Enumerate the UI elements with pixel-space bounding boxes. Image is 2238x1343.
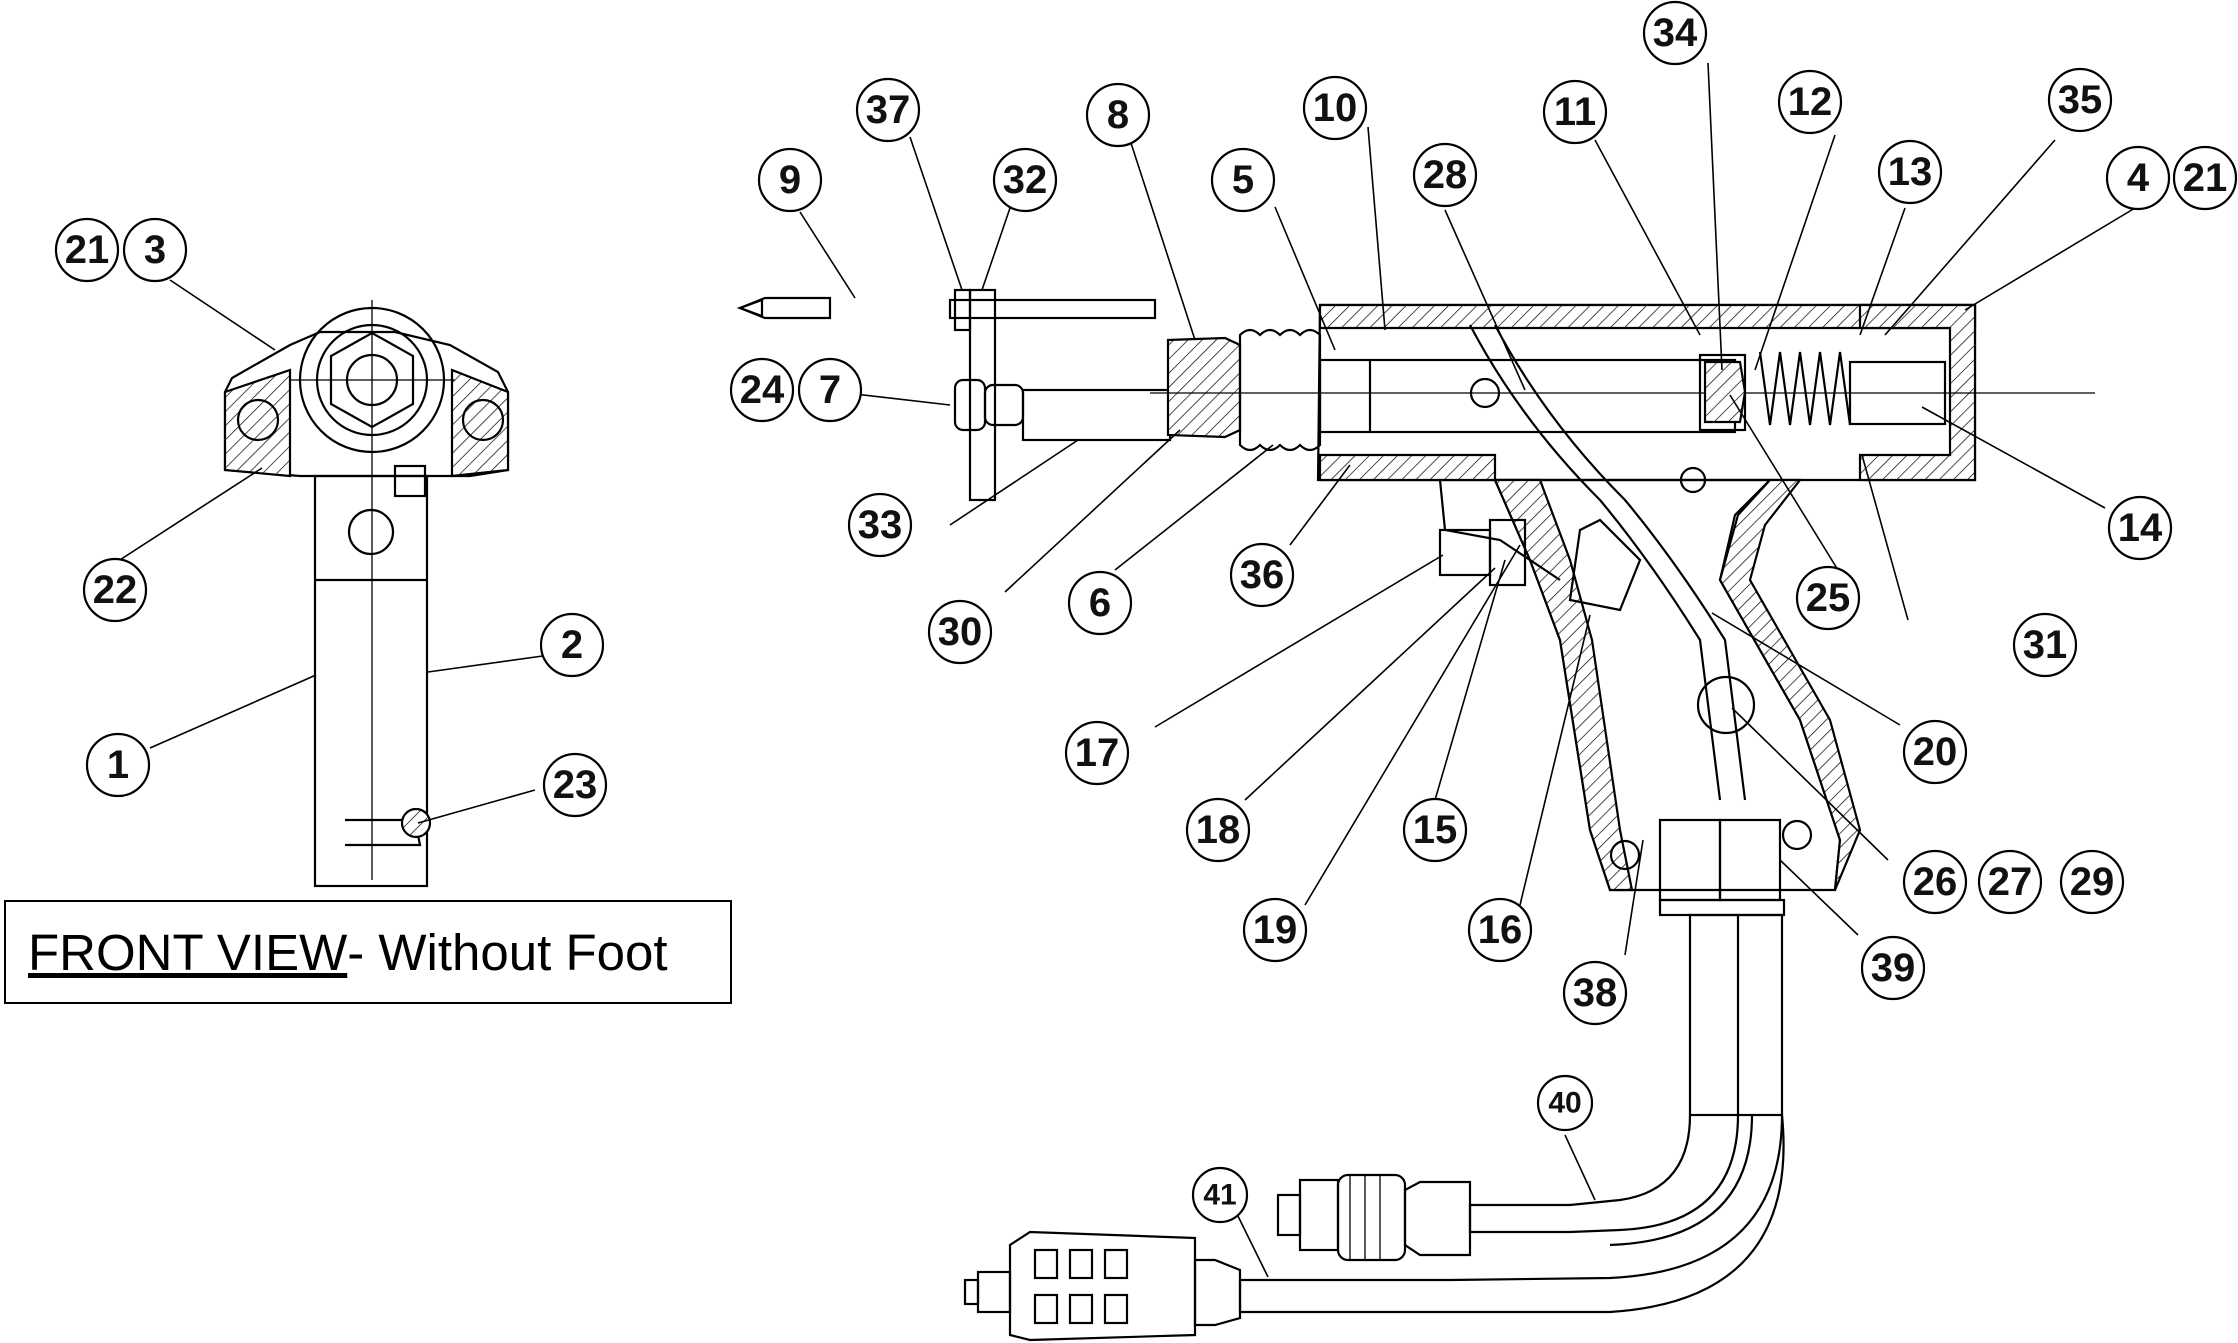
callout-bubble[interactable]: 16: [1467, 897, 1533, 963]
svg-text:31: 31: [2023, 623, 2068, 667]
callout-bubble[interactable]: 32: [992, 147, 1058, 213]
svg-text:7: 7: [819, 368, 841, 412]
view-label-title: FRONT VIEW: [28, 923, 348, 981]
callout-group-front: 21 3 22 2 1 23: [54, 217, 608, 818]
svg-text:21: 21: [65, 228, 110, 272]
callout-bubble[interactable]: 23: [542, 752, 608, 818]
view-label-suffix: - Without Foot: [347, 923, 668, 981]
callout-bubble[interactable]: 34: [1642, 0, 1708, 66]
callout-bubble[interactable]: 21: [54, 217, 120, 283]
svg-text:15: 15: [1413, 808, 1458, 852]
callout-bubble[interactable]: 27: [1977, 849, 2043, 915]
callout-bubble[interactable]: 7: [797, 357, 863, 423]
front-view-drawing: [223, 300, 510, 888]
svg-text:6: 6: [1089, 581, 1111, 625]
callout-bubble[interactable]: 17: [1064, 720, 1130, 786]
callout-bubble[interactable]: 40: [1536, 1074, 1594, 1132]
callout-bubble[interactable]: 30: [927, 599, 993, 665]
side-view-drawing: [736, 288, 2095, 1342]
svg-text:16: 16: [1478, 908, 1523, 952]
callout-bubble[interactable]: 31: [2012, 612, 2078, 678]
callout-bubble[interactable]: 26: [1902, 849, 1968, 915]
callout-bubble[interactable]: 35: [2047, 67, 2113, 133]
svg-text:30: 30: [938, 610, 983, 654]
callout-bubble[interactable]: 37: [855, 77, 921, 143]
callout-bubble[interactable]: 1: [85, 732, 151, 798]
callout-bubble[interactable]: 14: [2107, 495, 2173, 561]
svg-text:37: 37: [866, 88, 911, 132]
callout-bubble[interactable]: 33: [847, 492, 913, 558]
callout-bubble[interactable]: 8: [1085, 82, 1151, 148]
svg-text:4: 4: [2127, 156, 2150, 200]
callout-bubble[interactable]: 28: [1412, 142, 1478, 208]
callout-bubble[interactable]: 41: [1191, 1166, 1249, 1224]
callout-bubble[interactable]: 39: [1860, 935, 1926, 1001]
callout-bubble[interactable]: 2: [539, 612, 605, 678]
callout-bubble[interactable]: 29: [2059, 849, 2125, 915]
svg-text:22: 22: [93, 568, 138, 612]
svg-text:8: 8: [1107, 93, 1129, 137]
svg-text:38: 38: [1573, 971, 1618, 1015]
svg-text:3: 3: [144, 228, 166, 272]
svg-text:35: 35: [2058, 78, 2103, 122]
callout-bubble[interactable]: 25: [1795, 565, 1861, 631]
callout-group-gun: 9 37 32 8 10 5 28 11 34 12 35 13 4 21 24…: [729, 0, 2238, 1224]
svg-text:18: 18: [1196, 808, 1241, 852]
svg-text:21: 21: [2183, 156, 2228, 200]
svg-text:17: 17: [1075, 731, 1120, 775]
svg-text:36: 36: [1240, 553, 1285, 597]
svg-text:13: 13: [1888, 150, 1933, 194]
svg-text:39: 39: [1871, 946, 1916, 990]
svg-text:11: 11: [1554, 90, 1596, 134]
callout-bubble[interactable]: 38: [1562, 960, 1628, 1026]
svg-text:2: 2: [561, 623, 583, 667]
svg-text:29: 29: [2070, 860, 2115, 904]
svg-text:23: 23: [553, 763, 598, 807]
svg-text:40: 40: [1548, 1087, 1581, 1120]
callout-bubble[interactable]: 24: [729, 357, 795, 423]
svg-text:9: 9: [779, 158, 801, 202]
svg-text:20: 20: [1913, 730, 1958, 774]
callout-bubble[interactable]: 4: [2105, 145, 2171, 211]
svg-text:1: 1: [107, 743, 129, 787]
callout-bubble[interactable]: 15: [1402, 797, 1468, 863]
callout-bubble[interactable]: 18: [1185, 797, 1251, 863]
callout-bubble[interactable]: 22: [82, 557, 148, 623]
svg-text:12: 12: [1788, 80, 1833, 124]
svg-text:26: 26: [1913, 860, 1958, 904]
callout-bubble[interactable]: 12: [1777, 69, 1843, 135]
svg-text:24: 24: [740, 368, 785, 412]
callout-bubble[interactable]: 36: [1229, 542, 1295, 608]
callout-bubble[interactable]: 5: [1210, 147, 1276, 213]
svg-text:19: 19: [1253, 908, 1298, 952]
callout-bubble[interactable]: 19: [1242, 897, 1308, 963]
svg-text:41: 41: [1203, 1179, 1236, 1212]
callout-bubble[interactable]: 20: [1902, 719, 1968, 785]
callout-bubble[interactable]: 11: [1542, 79, 1608, 145]
svg-text:25: 25: [1806, 576, 1851, 620]
svg-text:33: 33: [858, 503, 903, 547]
svg-text:10: 10: [1313, 86, 1358, 130]
view-label-box: FRONT VIEW- Without Foot: [4, 900, 732, 1004]
callout-bubble[interactable]: 9: [757, 147, 823, 213]
svg-text:27: 27: [1988, 860, 2033, 904]
callout-bubble[interactable]: 3: [122, 217, 188, 283]
svg-text:14: 14: [2118, 506, 2163, 550]
callout-bubble[interactable]: 6: [1067, 570, 1133, 636]
svg-text:34: 34: [1653, 11, 1698, 55]
svg-text:32: 32: [1003, 158, 1048, 202]
callout-bubble[interactable]: 13: [1877, 139, 1943, 205]
leader-lines: [111, 62, 2136, 1278]
svg-text:5: 5: [1232, 158, 1254, 202]
callout-bubble[interactable]: 21: [2172, 145, 2238, 211]
svg-text:28: 28: [1423, 153, 1468, 197]
callout-bubble[interactable]: 10: [1302, 75, 1368, 141]
